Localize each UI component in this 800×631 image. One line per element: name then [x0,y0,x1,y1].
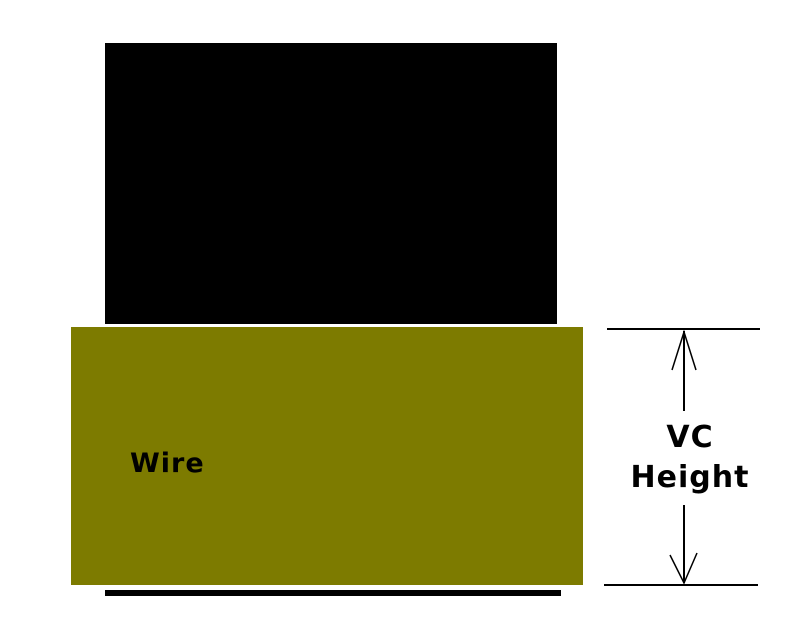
bottom-black-bar [105,590,561,596]
wire-label: Wire [130,448,205,479]
vc-height-label-line2: Height [630,460,750,495]
up-arrowhead-icon [671,329,697,371]
upper-black-block [105,43,557,324]
vc-height-label-line1: VC [666,420,714,455]
down-arrowhead-icon [669,552,698,585]
vc-height-label: VC Height [615,418,765,498]
wire-block [71,327,583,585]
